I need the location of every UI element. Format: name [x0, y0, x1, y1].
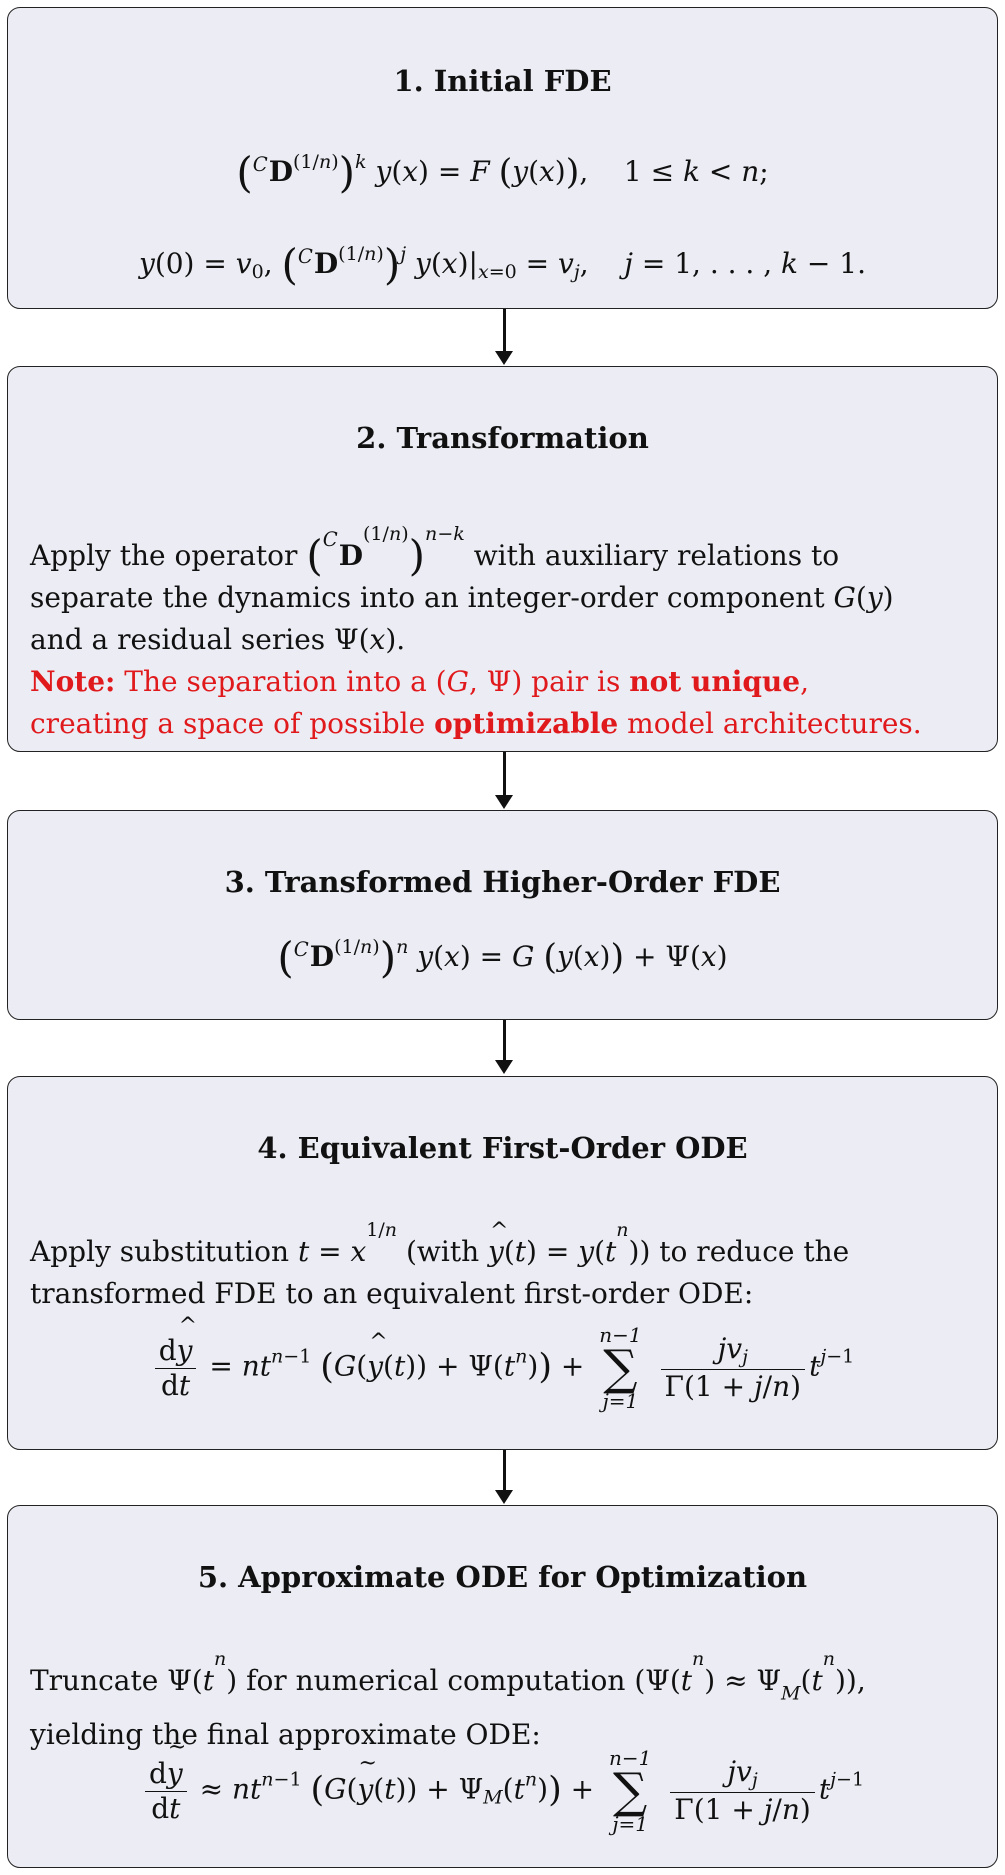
step-5-description: Truncate Ψ(tn) for numerical computation… — [30, 1648, 866, 1752]
step-3-equation: (CD(1/n))n y(x) = G (y(x)) + Ψ(x) — [277, 933, 728, 982]
step-2-note: Note: The separation into a (G, Ψ) pair … — [30, 665, 922, 741]
step-3-box: 3.Transformed Higher-Order FDE (CD(1/n))… — [7, 810, 998, 1020]
step-3-title: 3.Transformed Higher-Order FDE — [224, 865, 781, 899]
step-4-box: 4.Equivalent First-Order ODE Apply subst… — [7, 1076, 998, 1450]
step-1-equation: (CD(1/n))k y(x) = F (y(x)), 1 ≤ k < n; — [236, 148, 769, 197]
step-2-title: 2.Transformation — [356, 421, 649, 455]
step-5-equation: dydt ≈ ntn−1 (G(y(t)) + ΨM(tn)) + n−1∑j=… — [8, 1735, 997, 1834]
step-1-initial-conditions: y(0) = v0, (CD(1/n))j y(x)|x=0 = vj, j =… — [138, 240, 866, 289]
step-4-title: 4.Equivalent First-Order ODE — [257, 1131, 748, 1165]
step-5-box: 5.Approximate ODE for Optimization Trunc… — [7, 1505, 998, 1868]
step-2-box: 2.Transformation Apply the operator (CD(… — [7, 366, 998, 752]
step-1-box: 1.Initial FDE (CD(1/n))k y(x) = F (y(x))… — [7, 7, 998, 309]
step-4-equation: dydt = ntn−1 (G(y(t)) + Ψ(tn)) + n−1∑j=1… — [8, 1314, 997, 1411]
step-2-description: Apply the operator (CD(1/n))n−k with aux… — [30, 523, 922, 741]
step-5-title: 5.Approximate ODE for Optimization — [197, 1560, 808, 1594]
step-4-description: Apply substitution t = x1/n (with y(t) =… — [30, 1209, 979, 1315]
step-1-title: 1.Initial FDE — [393, 64, 612, 98]
